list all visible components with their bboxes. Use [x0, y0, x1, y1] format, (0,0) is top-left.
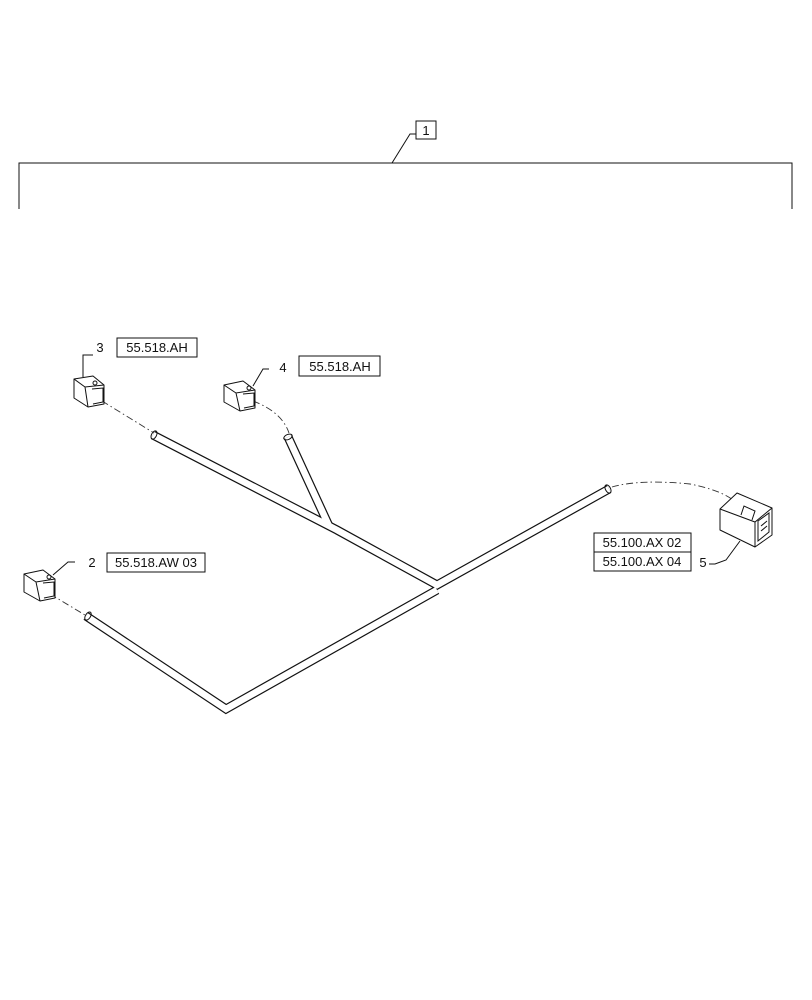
assembly-bracket: 1	[18, 120, 793, 209]
connector-2	[23, 561, 75, 602]
callout-number-5: 5	[699, 555, 706, 570]
ref-label-5a: 55.100.AX 02	[603, 535, 682, 550]
connector-4	[223, 368, 269, 412]
wiring-harness	[83, 430, 612, 715]
connector-5	[709, 492, 773, 565]
wire-end-4	[283, 433, 293, 441]
connector-3	[73, 358, 105, 408]
wire-end-2	[84, 611, 92, 621]
ref-box-3	[116, 337, 198, 358]
callout-number-4: 4	[279, 360, 286, 375]
callout-labels: 3 55.518.AH 4 55.518.AH 2 55.518.AW 03 5…	[82, 337, 707, 573]
ref-label-3: 55.518.AH	[126, 340, 187, 355]
assembly-item-number: 1	[422, 123, 429, 138]
ref-label-5b: 55.100.AX 04	[603, 554, 682, 569]
wire-end-3	[150, 430, 158, 440]
ref-label-4: 55.518.AH	[309, 359, 370, 374]
callout-number-3: 3	[96, 340, 103, 355]
ref-box-2	[106, 552, 206, 573]
wire-end-5	[604, 484, 612, 494]
ref-box-4	[298, 355, 381, 377]
assembly-item-box	[415, 120, 437, 140]
ref-label-2: 55.518.AW 03	[115, 555, 197, 570]
callout-number-2: 2	[88, 555, 95, 570]
